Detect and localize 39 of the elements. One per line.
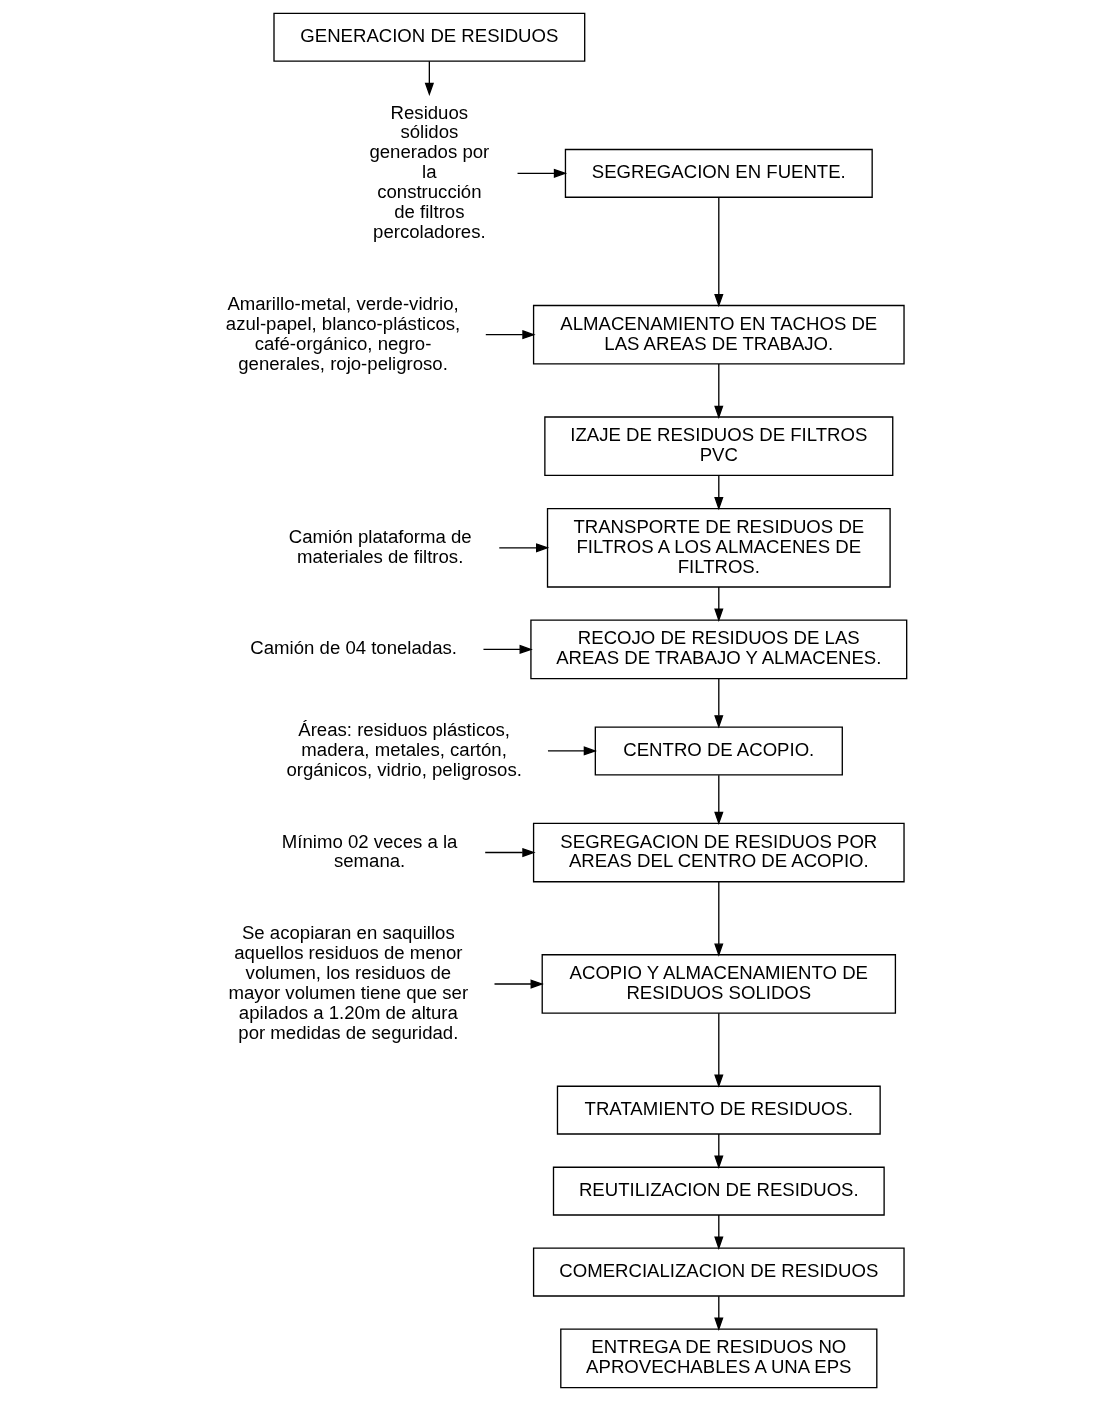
arrow xyxy=(546,746,597,756)
arrow xyxy=(713,474,723,511)
node-box: TRATAMIENTO DE RESIDUOS. xyxy=(556,1085,881,1135)
node-text: Amarillo-metal, verde-vidrio, azul-papel, blanco-plásticos, café-orgánico, negro-generales, rojo-peligroso. xyxy=(225,292,460,374)
arrow xyxy=(713,1133,723,1169)
node-box: ALMACENAMIENTO EN TACHOS DE LAS AREAS DE TRABAJO. xyxy=(532,304,905,365)
node-box: GENERACION DE RESIDUOS xyxy=(272,12,585,62)
node-text: Áreas: residuos plásticos, madera, metales, cartón, orgánicos, vidrio, peligrosos. xyxy=(285,718,522,780)
node-text: Se acopiaran en saquillos aquellos residuos de menor volumen, los residuos de mayor volumen tiene que ser apilados a 1.20m de altura por medidas de seguridad. xyxy=(228,922,468,1043)
node-text: Camión de 04 toneladas. xyxy=(249,637,457,659)
node-box: REUTILIZACION DE RESIDUOS. xyxy=(552,1166,885,1216)
arrow xyxy=(713,881,723,957)
node-box: SEGREGACION DE RESIDUOS POR AREAS DEL CENTRO DE ACOPIO. xyxy=(532,822,905,883)
arrow xyxy=(713,678,723,729)
node-box: IZAJE DE RESIDUOS DE FILTROS PVC xyxy=(543,416,893,477)
arrow xyxy=(713,196,723,308)
node-box: TRANSPORTE DE RESIDUOS DE FILTROS A LOS ALMACENES DE FILTROS. xyxy=(546,507,891,588)
arrow xyxy=(713,586,723,622)
node-box: CENTRO DE ACOPIO. xyxy=(594,726,843,776)
node-box: SEGREGACION EN FUENTE. xyxy=(564,148,873,198)
node-text: Mínimo 02 veces a la semana. xyxy=(281,830,457,872)
arrow xyxy=(493,979,544,989)
node-box: ENTREGA DE RESIDUOS NO APROVECHABLES A UNA EPS xyxy=(559,1328,877,1389)
arrow xyxy=(424,60,434,97)
arrow xyxy=(713,363,723,419)
arrow xyxy=(484,847,536,858)
node-text: Residuos sólidos generados por la construcción de filtros percoladores. xyxy=(368,101,489,243)
node-box: ACOPIO Y ALMACENAMIENTO DE RESIDUOS SOLIDOS xyxy=(541,954,896,1014)
arrow xyxy=(713,1012,723,1088)
arrow xyxy=(713,1214,723,1250)
arrow xyxy=(713,1295,723,1331)
node-box: RECOJO DE RESIDUOS DE LAS AREAS DE TRABAJO Y ALMACENES. xyxy=(529,619,907,680)
arrow xyxy=(516,168,567,179)
node-box: COMERCIALIZACION DE RESIDUOS xyxy=(532,1247,905,1297)
arrow xyxy=(482,644,533,655)
arrow xyxy=(484,330,536,340)
arrow xyxy=(713,774,723,826)
arrow xyxy=(498,543,549,553)
node-text: Camión plataforma de materiales de filtros. xyxy=(288,525,472,567)
